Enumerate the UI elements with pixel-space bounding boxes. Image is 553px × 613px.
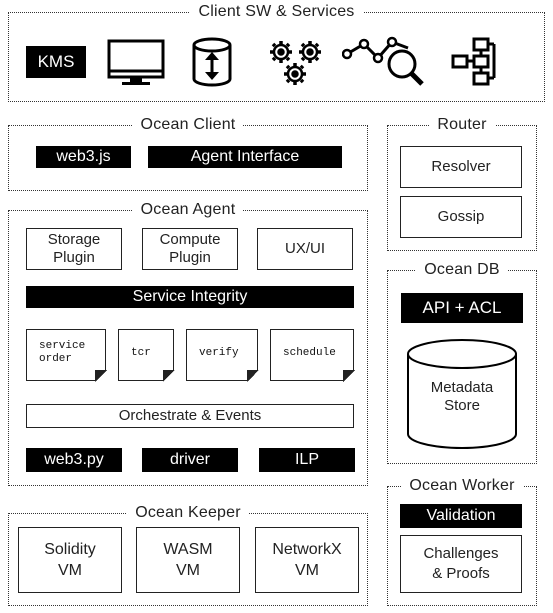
compute-plugin-box: Compute Plugin bbox=[142, 228, 238, 270]
ocean-db-title: Ocean DB bbox=[416, 261, 508, 278]
ocean-client-title: Ocean Client bbox=[132, 116, 244, 133]
web3js-box: web3.js bbox=[36, 146, 131, 168]
web3py-label: web3.py bbox=[44, 451, 104, 468]
kms-box: KMS bbox=[26, 46, 86, 78]
storage-plugin-box: Storage Plugin bbox=[26, 228, 122, 270]
wasm-vm-label: WASM VM bbox=[163, 541, 213, 579]
gears-icon bbox=[270, 41, 321, 85]
networkx-vm-label: NetworkX VM bbox=[272, 541, 342, 579]
ilp-box: ILP bbox=[259, 448, 355, 472]
router-title: Router bbox=[429, 116, 495, 133]
wasm-vm-box: WASM VM bbox=[136, 527, 240, 593]
monitor-icon bbox=[107, 39, 165, 85]
service-integrity-label: Service Integrity bbox=[132, 288, 248, 305]
ocean-keeper-title: Ocean Keeper bbox=[127, 504, 249, 521]
database-transfer-icon bbox=[192, 37, 232, 87]
orchestrate-events-label: Orchestrate & Events bbox=[118, 407, 262, 424]
api-acl-label: API + ACL bbox=[422, 298, 502, 317]
ilp-label: ILP bbox=[294, 451, 319, 468]
ocean-worker-group: Ocean Worker bbox=[387, 477, 537, 606]
client-sw-services-group: Client SW & Services bbox=[8, 3, 545, 102]
solidity-vm-label: Solidity VM bbox=[44, 541, 96, 579]
tcr-note: tcr bbox=[118, 329, 175, 382]
verify-note: verify bbox=[186, 329, 259, 382]
ux-ui-label: UX/UI bbox=[284, 240, 325, 257]
ocean-keeper-group: Ocean Keeper bbox=[8, 504, 368, 606]
kms-label: KMS bbox=[37, 52, 75, 71]
networkx-vm-box: NetworkX VM bbox=[255, 527, 359, 593]
router-group: Router bbox=[387, 116, 537, 251]
compute-plugin-label: Compute Plugin bbox=[159, 231, 221, 266]
service-order-label: service order bbox=[39, 340, 86, 365]
challenges-proofs-box: Challenges & Proofs bbox=[400, 535, 522, 593]
schedule-label: schedule bbox=[283, 347, 336, 359]
analytics-search-icon bbox=[342, 36, 424, 86]
verify-label: verify bbox=[199, 347, 239, 359]
ocean-db-group: Ocean DB bbox=[387, 261, 537, 464]
metadata-store-text-area: Metadata Store bbox=[410, 370, 514, 424]
gossip-label: Gossip bbox=[437, 208, 485, 225]
client-sw-title: Client SW & Services bbox=[190, 3, 363, 20]
schedule-note: schedule bbox=[270, 329, 355, 382]
workflow-icon bbox=[451, 37, 496, 86]
ocean-agent-title: Ocean Agent bbox=[132, 201, 244, 218]
web3js-label: web3.js bbox=[56, 148, 111, 165]
resolver-label: Resolver bbox=[431, 158, 491, 175]
ocean-client-group: Ocean Client bbox=[8, 116, 368, 191]
validation-box: Validation bbox=[400, 504, 522, 528]
solidity-vm-box: Solidity VM bbox=[18, 527, 122, 593]
storage-plugin-label: Storage Plugin bbox=[47, 231, 101, 266]
ux-ui-box: UX/UI bbox=[257, 228, 353, 270]
resolver-box: Resolver bbox=[400, 146, 522, 188]
driver-label: driver bbox=[169, 451, 210, 468]
agent-interface-box: Agent Interface bbox=[148, 146, 342, 168]
web3py-box: web3.py bbox=[26, 448, 122, 472]
service-integrity-box: Service Integrity bbox=[26, 286, 354, 308]
tcr-label: tcr bbox=[131, 347, 151, 359]
driver-box: driver bbox=[142, 448, 238, 472]
api-acl-box: API + ACL bbox=[401, 293, 523, 323]
metadata-store-label: Metadata Store bbox=[430, 379, 494, 414]
ocean-agent-group: Ocean Agent bbox=[8, 201, 368, 486]
agent-interface-label: Agent Interface bbox=[190, 148, 300, 165]
metadata-store-cylinder-icon bbox=[407, 339, 517, 449]
service-order-note: service order bbox=[26, 329, 107, 382]
gossip-box: Gossip bbox=[400, 196, 522, 238]
challenges-proofs-label: Challenges & Proofs bbox=[423, 545, 499, 582]
validation-label: Validation bbox=[426, 507, 496, 524]
orchestrate-events-box: Orchestrate & Events bbox=[26, 404, 354, 428]
ocean-worker-title: Ocean Worker bbox=[401, 477, 523, 494]
